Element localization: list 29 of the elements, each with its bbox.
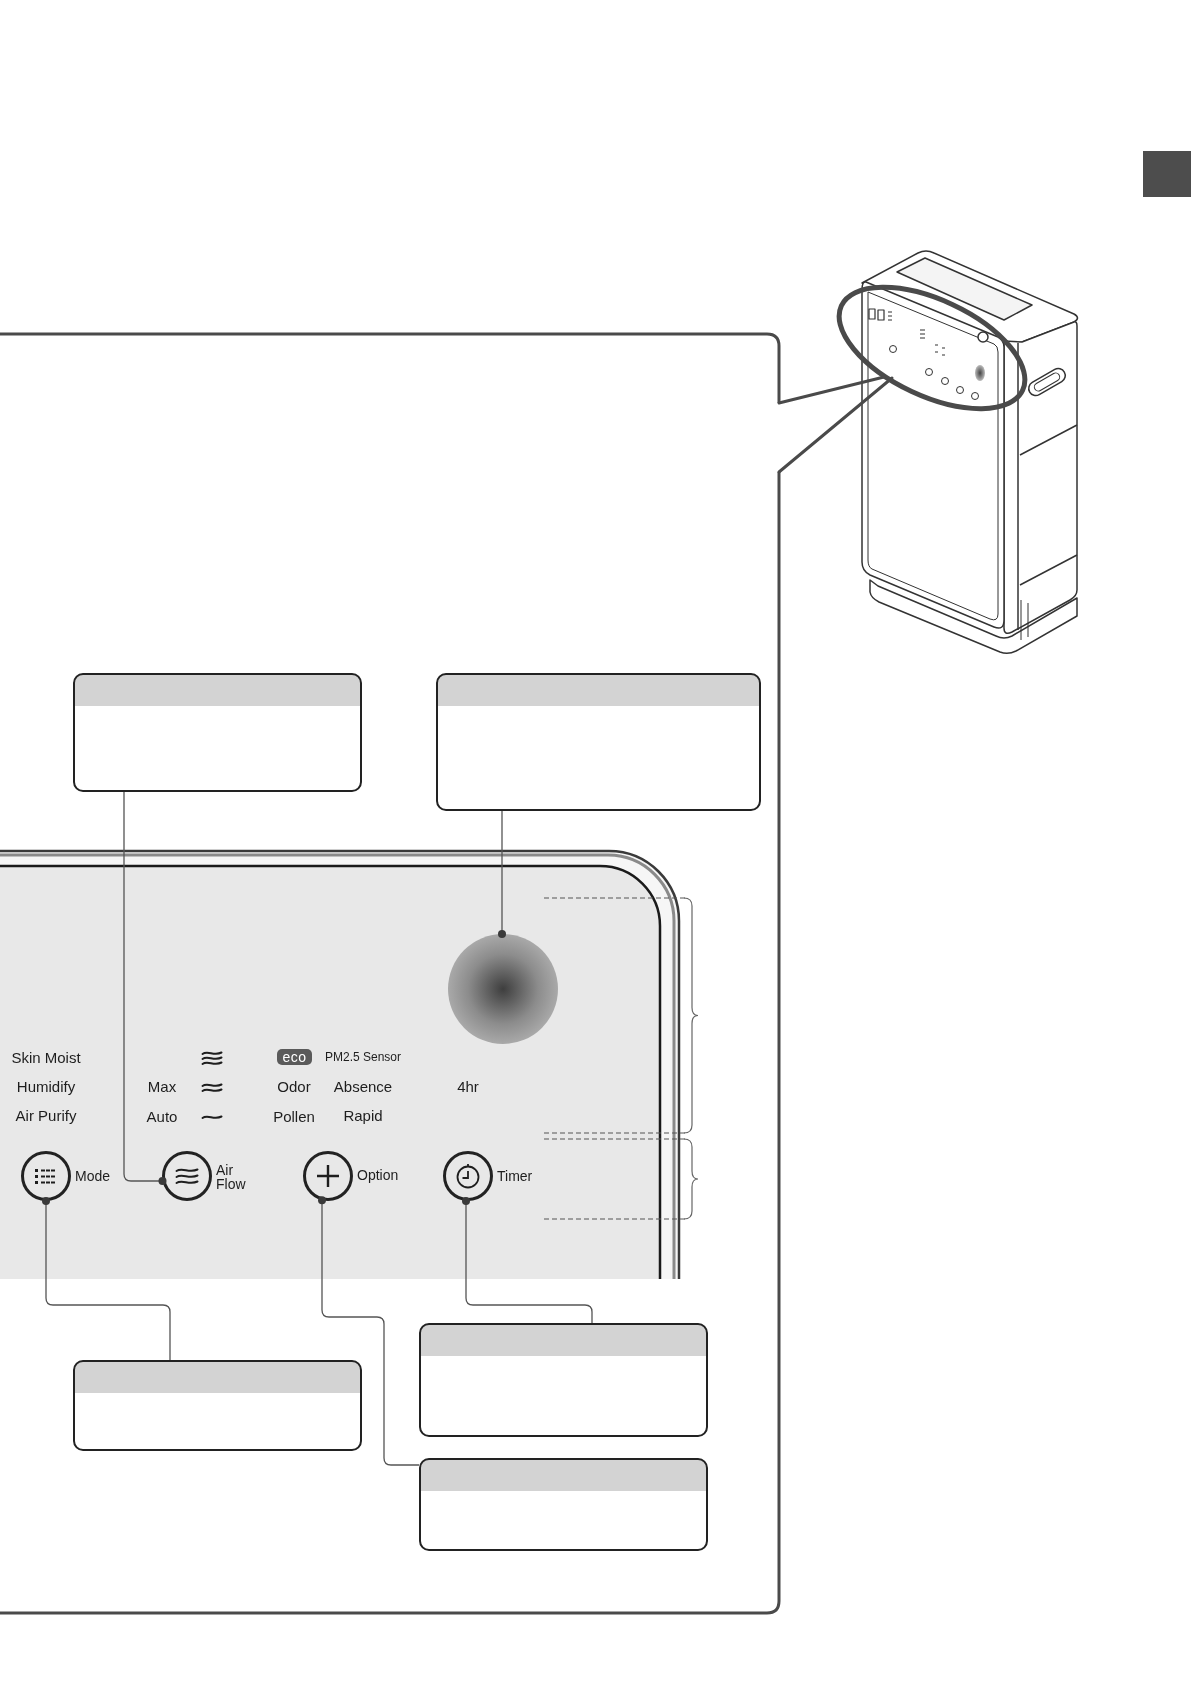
panel-label: Odor xyxy=(277,1078,311,1096)
panel-label: Skin Moist xyxy=(11,1049,81,1067)
button-label: Mode xyxy=(75,1169,111,1183)
leader-line xyxy=(42,1197,171,1361)
button-label: Option xyxy=(357,1168,399,1182)
leader-line xyxy=(123,791,167,1185)
round-button xyxy=(162,1151,212,1201)
panel-label: Air Purify xyxy=(15,1107,77,1125)
panel-label: 4hr xyxy=(457,1078,479,1096)
button-label: Air Flow xyxy=(216,1163,246,1191)
callout-box xyxy=(419,1458,708,1551)
button-label: Timer xyxy=(497,1169,533,1183)
panel-label: Pollen xyxy=(273,1108,315,1126)
callout-box xyxy=(73,1360,362,1451)
callout-box xyxy=(436,673,761,811)
panel-label: Rapid xyxy=(343,1107,383,1125)
round-button xyxy=(21,1151,71,1201)
leader-line xyxy=(318,1196,420,1466)
panel-label: Auto xyxy=(146,1108,178,1126)
callout-box xyxy=(419,1323,708,1437)
panel-label: Absence xyxy=(333,1078,393,1096)
panel-label: Humidify xyxy=(16,1078,76,1096)
panel-label: Max xyxy=(147,1078,177,1096)
callout-box xyxy=(73,673,362,792)
round-button xyxy=(303,1151,353,1201)
round-button xyxy=(443,1151,493,1201)
panel-label: PM2.5 Sensor xyxy=(325,1051,401,1065)
leader-line xyxy=(498,810,506,938)
indicator-badge: eco xyxy=(277,1049,312,1065)
